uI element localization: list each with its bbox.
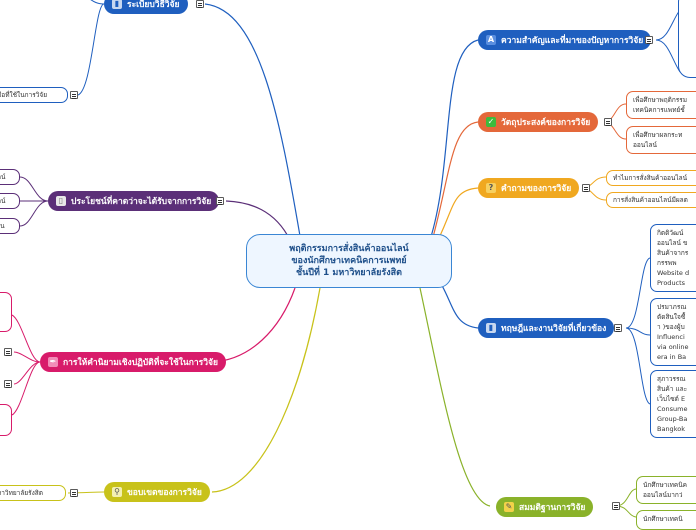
benefit-leaf-1[interactable]: ลน์ <box>0 169 20 185</box>
topic-label: วัตถุประสงค์ของการวิจัย <box>501 118 591 128</box>
menu-icon[interactable] <box>216 197 224 205</box>
topic-definition[interactable]: ✒ การให้คำนิยามเชิงปฏิบัติที่จะใช้ในการว… <box>40 352 226 372</box>
topic-hypothesis[interactable]: ✎ สมมติฐานการวิจัย <box>496 497 594 517</box>
menu-icon[interactable] <box>70 489 78 497</box>
link-objective <box>429 121 479 249</box>
pen-icon: ✒ <box>48 357 58 367</box>
link-importance <box>429 39 479 241</box>
objective-leaf-1[interactable]: เพื่อศึกษาพฤติกรรม เทคนิคการแพทย์ชั้ <box>626 91 696 119</box>
topic-label: ประโยชน์ที่คาดว่าจะได้รับจากการวิจัย <box>71 197 212 207</box>
central-topic-line1: พฤติกรรมการสั่งสินค้าออนไลน์ <box>289 244 409 254</box>
central-topic-line2: ของนักศึกษาเทคนิคการแพทย์ <box>291 256 407 266</box>
pencil-icon: ✎ <box>504 502 514 512</box>
a-letter-icon: A <box>486 35 496 45</box>
topic-label: ขอบเขตของการวิจัย <box>127 488 202 498</box>
topic-label: การให้คำนิยามเชิงปฏิบัติที่จะใช้ในการวิจ… <box>63 358 218 368</box>
theory-leaf-1[interactable]: กิตติวัฒน์ ออนไลน์ ข สินค้าจากร กรรพพ We… <box>650 224 696 292</box>
topic-objective[interactable]: ✓ วัตถุประสงค์ของการวิจัย <box>478 112 599 132</box>
method-leaf[interactable]: มือที่ใช้ในการวิจัย <box>0 87 68 103</box>
central-topic[interactable]: พฤติกรรมการสั่งสินค้าออนไลน์ ของนักศึกษา… <box>246 234 452 288</box>
hypothesis-leaf-1[interactable]: นักศึกษาเทคนิค ออนไลน์มากว่ <box>636 476 696 504</box>
benefit-leaf-2[interactable]: ลน์ <box>0 193 20 209</box>
question-icon: ? <box>486 183 496 193</box>
scope-leaf[interactable]: หาวิทยาลัยรังสิต <box>0 485 66 501</box>
menu-icon[interactable] <box>196 0 204 8</box>
menu-icon[interactable] <box>612 502 620 510</box>
menu-icon[interactable] <box>614 324 622 332</box>
question-leaf-2[interactable]: การสั่งสินค้าออนไลน์มีผลต <box>606 192 696 208</box>
central-topic-line3: ชั้นปีที่ 1 มหาวิทยาลัยรังสิต <box>295 268 402 278</box>
topic-label: ทฤษฎีและงานวิจัยที่เกี่ยวข้อง <box>501 324 607 334</box>
topic-label: สมมติฐานการวิจัย <box>519 503 586 513</box>
topic-label: ระเบียบวิธีวิจัย <box>127 0 180 10</box>
theory-leaf-2[interactable]: ปรมาภรณ ตัดสินใจซื้ า )ของผู้บ Influenci… <box>650 298 696 366</box>
document-icon: ▯ <box>56 196 66 206</box>
objective-leaf-2[interactable]: เพื่อศึกษาผลกระท ออนไลน์ <box>626 126 696 154</box>
link-hypothesis <box>419 287 491 507</box>
importance-detail-box[interactable] <box>678 0 696 78</box>
benefit-leaf-3[interactable]: งิน <box>0 218 20 234</box>
topic-importance[interactable]: A ความสำคัญและที่มาของปัญหาการวิจัย <box>478 30 652 50</box>
definition-leaf-1[interactable] <box>0 292 12 332</box>
link-definition <box>211 287 296 363</box>
menu-icon[interactable] <box>4 380 12 388</box>
definition-leaf-4[interactable] <box>0 404 12 436</box>
check-icon: ✓ <box>486 117 496 127</box>
menu-icon[interactable] <box>4 348 12 356</box>
topic-scope[interactable]: ⚲ ขอบเขตของการวิจัย <box>104 482 210 502</box>
menu-icon[interactable] <box>582 184 590 192</box>
link-benefit <box>225 200 291 241</box>
question-leaf-1[interactable]: ทำไมการสั่งสินค้าออนไลน์ <box>606 170 696 186</box>
book-icon: ▮ <box>112 0 122 9</box>
link-scope <box>211 287 321 493</box>
topic-question[interactable]: ? คำถามของการวิจัย <box>478 178 580 198</box>
link-method <box>204 3 301 237</box>
menu-icon[interactable] <box>604 118 612 126</box>
topic-theory[interactable]: ▮ ทฤษฎีและงานวิจัยที่เกี่ยวข้อง <box>478 318 615 338</box>
menu-icon[interactable] <box>70 91 78 99</box>
book-icon: ▮ <box>486 323 496 333</box>
topic-benefit[interactable]: ▯ ประโยชน์ที่คาดว่าจะได้รับจากการวิจัย <box>48 191 220 211</box>
menu-icon[interactable] <box>645 36 653 44</box>
topic-method[interactable]: ▮ ระเบียบวิธีวิจัย <box>104 0 188 14</box>
topic-label: คำถามของการวิจัย <box>501 184 572 194</box>
theory-leaf-3[interactable]: สุภาวรรณ สินค้า และ เว็บไซต์ E Consume G… <box>650 370 696 438</box>
magnifier-icon: ⚲ <box>112 487 122 497</box>
hypothesis-leaf-2[interactable]: นักศึกษาเทคนิ <box>636 510 696 530</box>
topic-label: ความสำคัญและที่มาของปัญหาการวิจัย <box>501 36 644 46</box>
